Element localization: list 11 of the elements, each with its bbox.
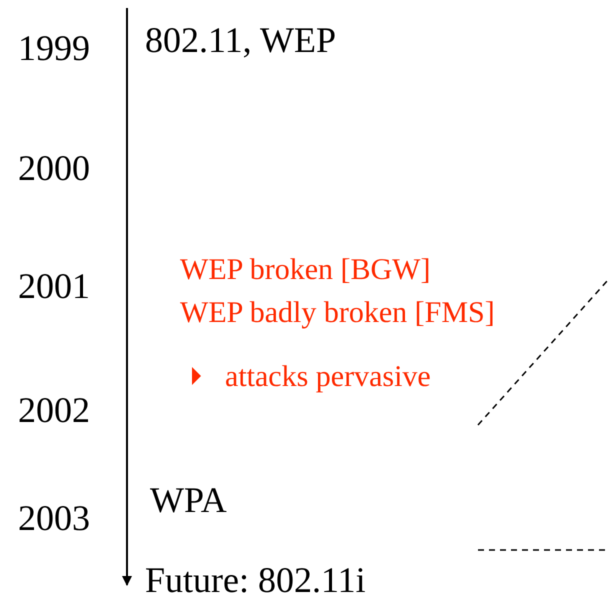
- event-label: WPA: [150, 482, 227, 518]
- year-label: 2003: [18, 500, 90, 536]
- event-label: 802.11, WEP: [145, 22, 336, 58]
- event-label: WEP broken [BGW]: [180, 255, 430, 285]
- year-label: 2001: [18, 268, 90, 304]
- event-label: WEP badly broken [FMS]: [180, 298, 495, 328]
- event-label: Future: 802.11i: [145, 562, 366, 598]
- year-label: 1999: [18, 30, 90, 66]
- year-label: 2000: [18, 150, 90, 186]
- event-label: attacks pervasive: [225, 362, 431, 392]
- year-label: 2002: [18, 392, 90, 428]
